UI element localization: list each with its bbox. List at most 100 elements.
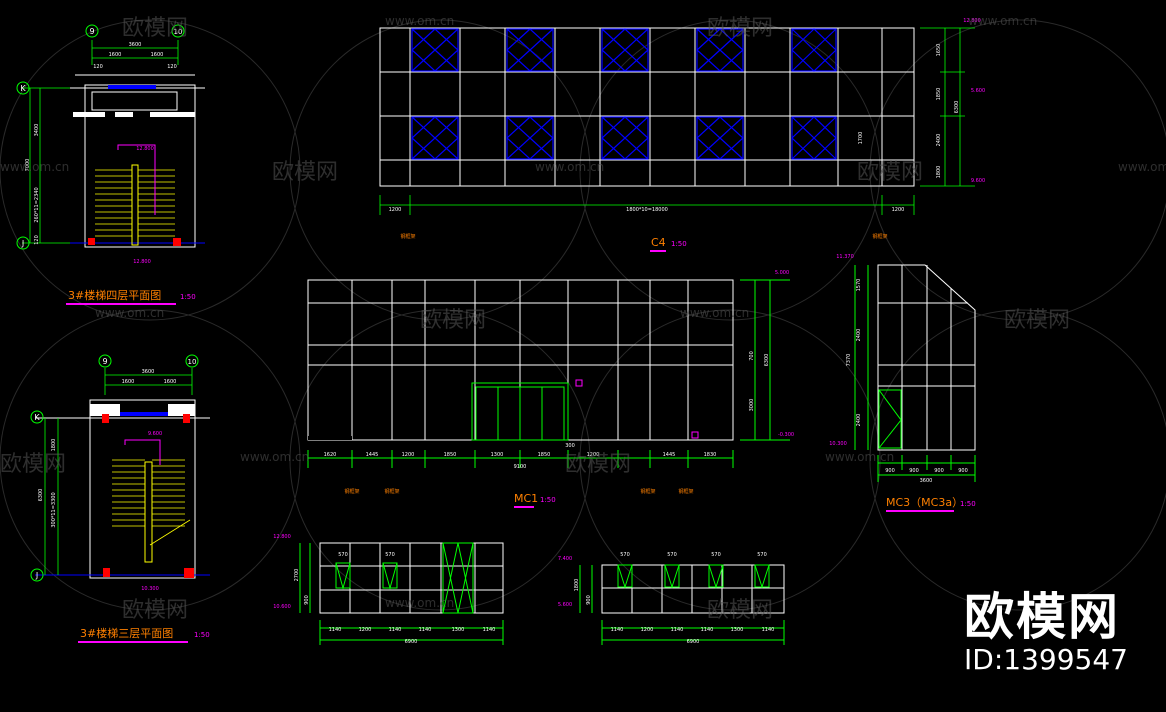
mc1-note-3: 钢框架 [640, 488, 655, 495]
dim-s4-top-a: 1600 [109, 52, 122, 58]
dim-s3-top-a: 1600 [122, 379, 135, 385]
mc3-h4: 2400 [856, 414, 862, 427]
grid-label-j-s3: J [35, 571, 38, 580]
dim-s4-top-b: 1600 [151, 52, 164, 58]
w1-h2: 900 [304, 595, 310, 605]
dim-c4-h1: 1650 [936, 44, 942, 57]
mc1-h1: 700 [749, 351, 755, 361]
dim-s4-left-c: 260*11=2340 [34, 187, 40, 222]
w2-seg-4: 1140 [701, 627, 714, 633]
note-c4-left: 钢框架 [400, 233, 415, 240]
grid-label-9-top: 9 [89, 27, 94, 36]
mc1-total: 9100 [514, 464, 527, 470]
door-elevation-mc1: 1620 1445 1200 1850 1300 1850 1200 1445 … [307, 270, 794, 508]
w2-seg-2: 1200 [641, 627, 654, 633]
dim-c4-h5: 1700 [858, 132, 864, 145]
level-c4-3: 9.600 [971, 178, 985, 184]
watermark-logo: 欧模网 [707, 16, 774, 41]
watermark-url: www.om.cn [385, 596, 455, 610]
mc3-seg-2: 900 [909, 468, 919, 474]
mc3-level-bot: 10.300 [829, 441, 847, 447]
dim-s3-left-c: 300*11=3300 [51, 492, 57, 527]
level-s3-b: 10.300 [141, 586, 159, 592]
w1-top-1: 570 [338, 552, 348, 558]
watermark-logo: 欧模网 [272, 160, 339, 185]
mc1-seg-9: 1830 [704, 452, 717, 458]
mc1-h3: 3000 [749, 399, 755, 412]
w1-seg-5: 1300 [452, 627, 465, 633]
mc1-level-bot: -0.300 [778, 432, 794, 438]
stair-plan-floor3: 9 10 K J 3600 1600 1600 1800 6300 300*11… [30, 354, 210, 643]
watermark-url: www.om.cn [968, 14, 1038, 28]
watermark-logo: 欧模网 [122, 16, 189, 41]
dim-s4-left-a: 3400 [34, 124, 40, 137]
watermark-logo: 欧模网 [1004, 308, 1071, 333]
w2-seg-1: 1140 [611, 627, 624, 633]
watermark-logo: 欧模网 [122, 598, 189, 623]
w2-top-4: 570 [757, 552, 767, 558]
stair-plan-floor4: 9 10 K J 3600 1600 1600 120 120 3400 700… [16, 24, 205, 305]
mc1-seg-7: 1200 [587, 452, 600, 458]
dim-c4-left: 1200 [389, 207, 402, 213]
grid-label-10-top: 10 [174, 28, 183, 36]
dim-s4-top-c: 120 [93, 64, 103, 70]
mc1-level-top: 5.000 [775, 270, 789, 276]
mc3-seg-3: 900 [934, 468, 944, 474]
w2-seg-6: 1140 [762, 627, 775, 633]
watermark-url: www.om.cn [0, 160, 70, 174]
w1-seg-4: 1140 [419, 627, 432, 633]
mc3-seg-4: 900 [958, 468, 968, 474]
scale-stair-floor4: 1:50 [180, 293, 196, 301]
title-mc3: MC3（MC3a） [886, 496, 963, 509]
w1-seg-3: 1140 [389, 627, 402, 633]
mc1-note-4: 钢框架 [678, 488, 693, 495]
mc1-seg-4: 1850 [444, 452, 457, 458]
grid-label-k: K [20, 84, 26, 93]
w1-level-bot: 10.600 [273, 604, 291, 610]
w2-h2: 900 [586, 595, 592, 605]
mc1-seg-3: 1200 [402, 452, 415, 458]
mc3-total: 3600 [920, 478, 933, 484]
w2-top-2: 570 [667, 552, 677, 558]
w2-seg-3: 1140 [671, 627, 684, 633]
w1-h1: 2700 [294, 569, 300, 582]
note-c4-right: 钢框架 [872, 233, 887, 240]
watermark-logo: 欧模网 [707, 598, 774, 623]
dim-s3-left-b: 6300 [38, 489, 44, 502]
level-s4-a: 12.800 [136, 146, 154, 152]
w2-total: 6900 [687, 639, 700, 645]
window-elevation-strip-2: 570 570 570 570 1140 1200 1140 1140 1300… [558, 552, 785, 645]
watermark-url: www.om.cn [385, 14, 455, 28]
grid-label-10-s3: 10 [188, 358, 197, 366]
dim-s4-top-d: 120 [167, 64, 177, 70]
w2-level-bot: 5.600 [558, 602, 572, 608]
window-elevation-strip-1: 570 570 1140 1200 1140 1140 1300 1140 69… [273, 534, 504, 645]
dim-c4-h3: 2400 [936, 134, 942, 147]
level-c4-1: 5.600 [971, 88, 985, 94]
mc1-note-2: 钢框架 [384, 488, 399, 495]
level-c4-top: 12.800 [963, 18, 981, 24]
watermark-logo: 欧模网 [857, 160, 924, 185]
brand-name: 欧模网 [964, 588, 1121, 646]
title-mc1: MC1 [514, 492, 538, 505]
scale-c4: 1:50 [671, 240, 687, 248]
mc1-seg-5: 1300 [491, 452, 504, 458]
w1-level-top: 12.800 [273, 534, 291, 540]
mc3-h3: 7370 [846, 354, 852, 367]
dim-s3-left-a: 1800 [51, 439, 57, 452]
w2-level-top: 7.400 [558, 556, 572, 562]
level-s3-a: 9.600 [148, 431, 162, 437]
watermark-url: www.om.cn [535, 160, 605, 174]
title-stair-floor4: 3#楼梯四层平面图 [68, 288, 161, 302]
brand-id: ID:1399547 [964, 643, 1128, 676]
w2-seg-5: 1300 [731, 627, 744, 633]
mc1-note-1: 钢框架 [344, 488, 359, 495]
watermark-url: www.om.cn [825, 450, 895, 464]
scale-mc1: 1:50 [540, 496, 556, 504]
watermark-url: www.om.cn [240, 450, 310, 464]
w1-seg-1: 1140 [329, 627, 342, 633]
door-elevation-mc3: 1570 2400 7370 2400 900 900 900 900 3600… [829, 254, 976, 512]
w1-seg-6: 1140 [483, 627, 496, 633]
grid-label-9-s3: 9 [102, 357, 107, 366]
